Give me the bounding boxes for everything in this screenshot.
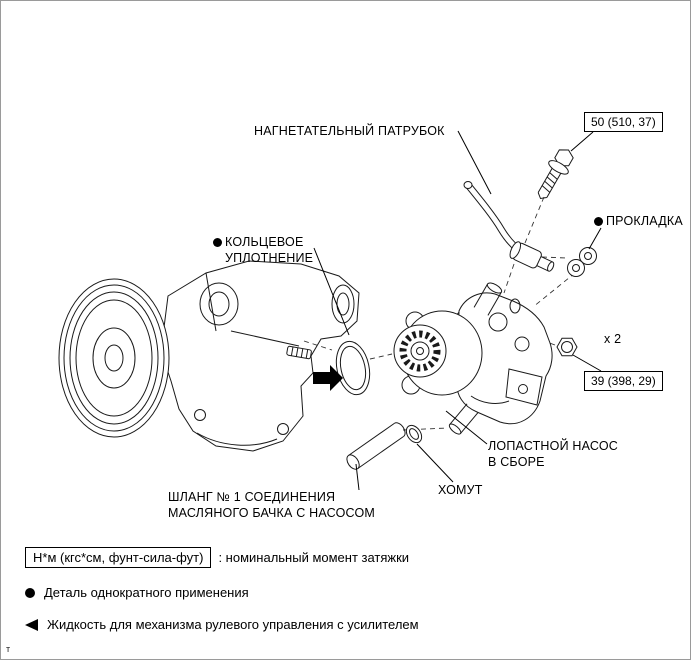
stud-bolt-drawing xyxy=(286,345,312,360)
pressure-tube-drawing xyxy=(463,181,555,272)
fluid-arrow-icon xyxy=(313,365,343,391)
hose-drawing xyxy=(346,422,406,470)
torque-box-nut: 39 (398, 29) xyxy=(584,371,663,391)
label-o-ring-line1: КОЛЬЦЕВОЕ xyxy=(225,235,304,249)
label-o-ring-line2: УПЛОТНЕНИЕ xyxy=(225,250,314,265)
torque-box-union-bolt: 50 (510, 37) xyxy=(584,112,663,132)
legend-non-reusable-row: Деталь однократного применения xyxy=(25,585,249,600)
label-gasket-text: ПРОКЛАДКА xyxy=(606,214,683,228)
engine-bracket-drawing xyxy=(160,260,360,452)
label-hose: ШЛАНГ № 1 СОЕДИНЕНИЯ МАСЛЯНОГО БАЧКА С Н… xyxy=(168,490,375,521)
clamp-drawing xyxy=(405,424,423,444)
label-clamp: ХОМУТ xyxy=(438,483,483,497)
label-o-ring: КОЛЬЦЕВОЕ УПЛОТНЕНИЕ xyxy=(213,235,313,266)
label-vane-pump-line2: В СБОРЕ xyxy=(488,454,545,469)
label-pressure-tube: НАГНЕТАТЕЛЬНЫЙ ПАТРУБОК xyxy=(254,124,445,138)
legend-torque-row: Н*м (кгс*см, фунт-сила-фут) : номинальны… xyxy=(25,547,409,568)
legend-fluid-row: Жидкость для механизма рулевого управлен… xyxy=(25,617,419,632)
pulley-drawing xyxy=(58,278,170,438)
o-ring-drawing xyxy=(335,340,371,396)
label-hose-line1: ШЛАНГ № 1 СОЕДИНЕНИЯ xyxy=(168,490,336,504)
leader-lines xyxy=(313,130,602,491)
legend-torque-caption: : номинальный момент затяжки xyxy=(218,550,410,565)
fluid-triangle-icon xyxy=(25,618,38,631)
union-bolt-drawing xyxy=(537,149,574,200)
legend-non-reusable-text: Деталь однократного применения xyxy=(44,585,249,600)
page-footnote-mark: т xyxy=(6,644,11,654)
non-reusable-dot-icon xyxy=(25,587,35,598)
assembly-axis-lines xyxy=(303,196,576,431)
pump-assembly-drawing xyxy=(393,282,553,435)
gasket-drawing xyxy=(567,247,597,277)
non-reusable-dot-icon xyxy=(213,238,222,247)
non-reusable-dot-icon xyxy=(594,217,603,226)
legend-torque-units-box: Н*м (кгс*см, фунт-сила-фут) xyxy=(25,547,212,568)
label-gasket: ПРОКЛАДКА xyxy=(594,214,683,230)
label-vane-pump: ЛОПАСТНОЙ НАСОС В СБОРЕ xyxy=(488,439,618,470)
label-nut-quantity: x 2 xyxy=(604,332,622,346)
label-hose-line2: МАСЛЯНОГО БАЧКА С НАСОСОМ xyxy=(168,505,375,520)
label-vane-pump-line1: ЛОПАСТНОЙ НАСОС xyxy=(488,439,619,453)
legend-fluid-text: Жидкость для механизма рулевого управлен… xyxy=(47,617,419,632)
nut-drawing xyxy=(556,337,578,357)
